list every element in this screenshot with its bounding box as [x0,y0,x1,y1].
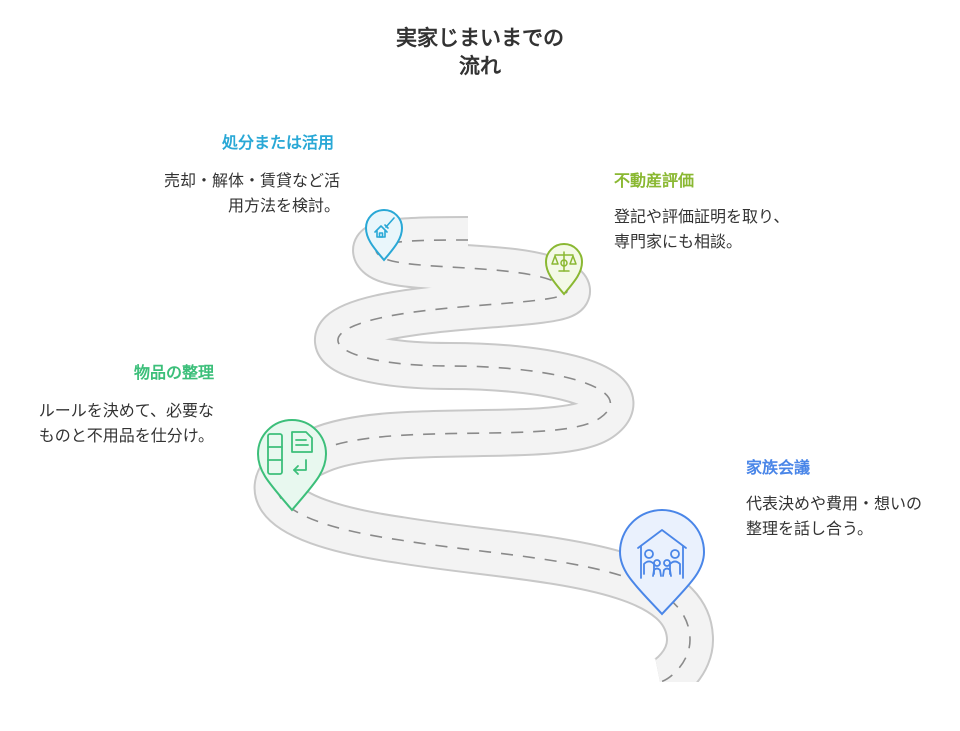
step-2-title: 不動産評価 [614,171,695,190]
step-3-title: 物品の整理 [133,363,214,382]
step-3-marker [256,419,328,512]
step-4-marker [618,509,706,616]
road-center-line [276,239,691,683]
title-line-2: 流れ [459,54,501,78]
scales-icon [551,251,577,272]
family-house-icon [637,529,687,579]
diagram-title: 実家じまいまでの 流れ [330,24,630,80]
step-1-description: 売却・解体・賃貸など活用方法を検討。 [163,171,340,215]
step-3-description: ルールを決めて、必要なものと不用品を仕分け。 [38,401,214,445]
house-broom-icon [374,217,395,238]
title-line-1: 実家じまいまでの [396,26,564,50]
step-1-marker [364,209,404,262]
step-4-description: 代表決めや費用・想いの整理を話し合う。 [746,494,923,538]
step-2-description: 登記や評価証明を取り、専門家にも相談。 [614,207,790,251]
step-1-title: 処分または活用 [221,133,334,152]
road-end-mask [520,682,740,731]
step-4-title: 家族会議 [746,458,811,477]
step-2-marker [544,243,584,296]
sorting-boxes-icon [267,431,313,475]
